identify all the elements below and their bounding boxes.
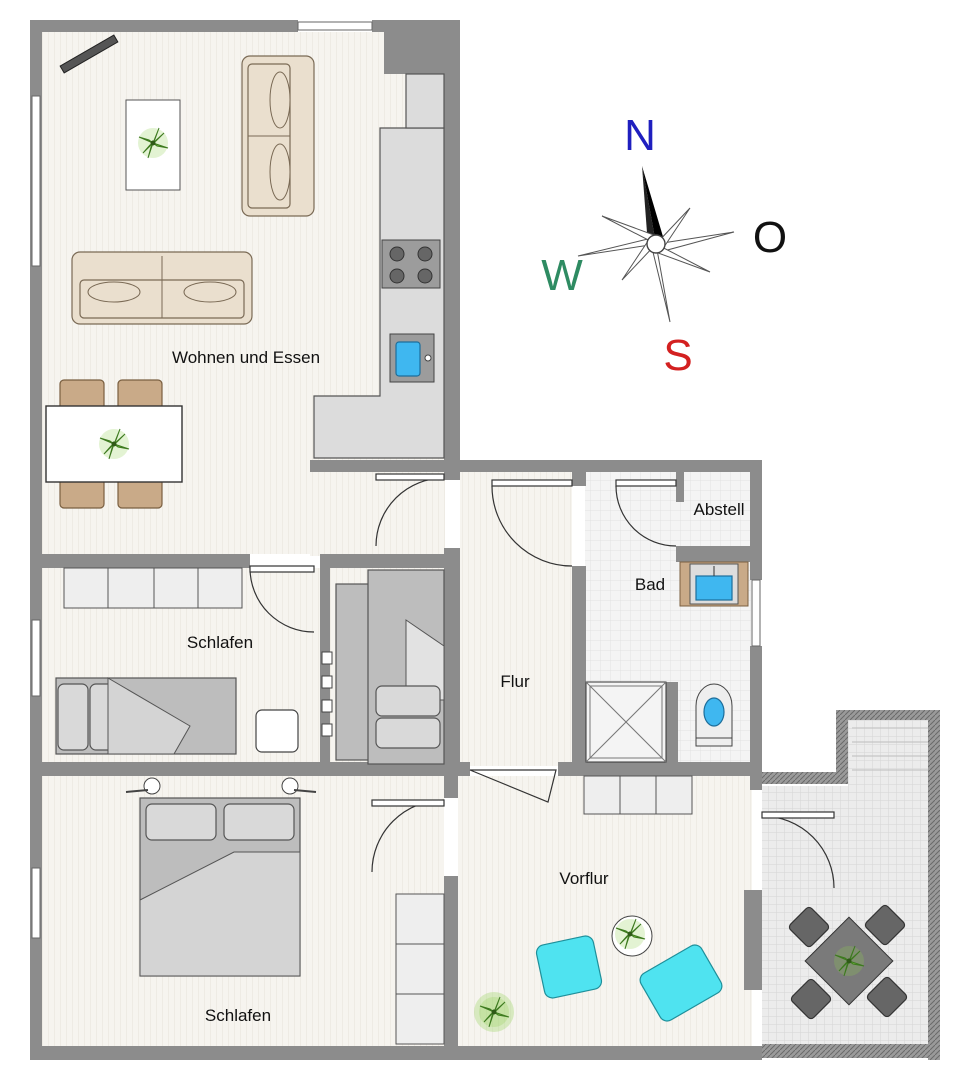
compass-south: S: [663, 331, 692, 380]
compass-west: W: [541, 251, 583, 300]
bathroom-fixtures: [585, 561, 749, 763]
bedroom2-furniture: [125, 777, 445, 1045]
tv: [59, 34, 119, 74]
label-bad: Bad: [635, 575, 665, 594]
kitchen-counter: [313, 73, 445, 459]
compass-north: N: [624, 111, 656, 160]
living-furniture: [71, 55, 315, 325]
terrace-floor: [762, 786, 930, 1044]
compass-east: O: [753, 213, 787, 262]
label-wohnen-und-essen: Wohnen und Essen: [172, 348, 320, 367]
windows: [31, 21, 761, 939]
bedroom1-furniture: [55, 567, 445, 765]
walls: [30, 20, 762, 1060]
doors: [249, 473, 835, 889]
terrace-furniture: [788, 904, 908, 1020]
label-flur: Flur: [500, 672, 530, 691]
vorflur-furniture: [474, 775, 723, 1032]
dining-set: [45, 379, 183, 509]
terrace-steps: [848, 712, 930, 786]
compass-rose: [577, 166, 735, 323]
steps: [852, 727, 928, 771]
label-schlafen-2: Schlafen: [205, 1006, 271, 1025]
label-abstell: Abstell: [693, 500, 744, 519]
terrace-wall: [762, 710, 940, 1060]
label-schlafen-1: Schlafen: [187, 633, 253, 652]
label-vorflur: Vorflur: [559, 869, 608, 888]
